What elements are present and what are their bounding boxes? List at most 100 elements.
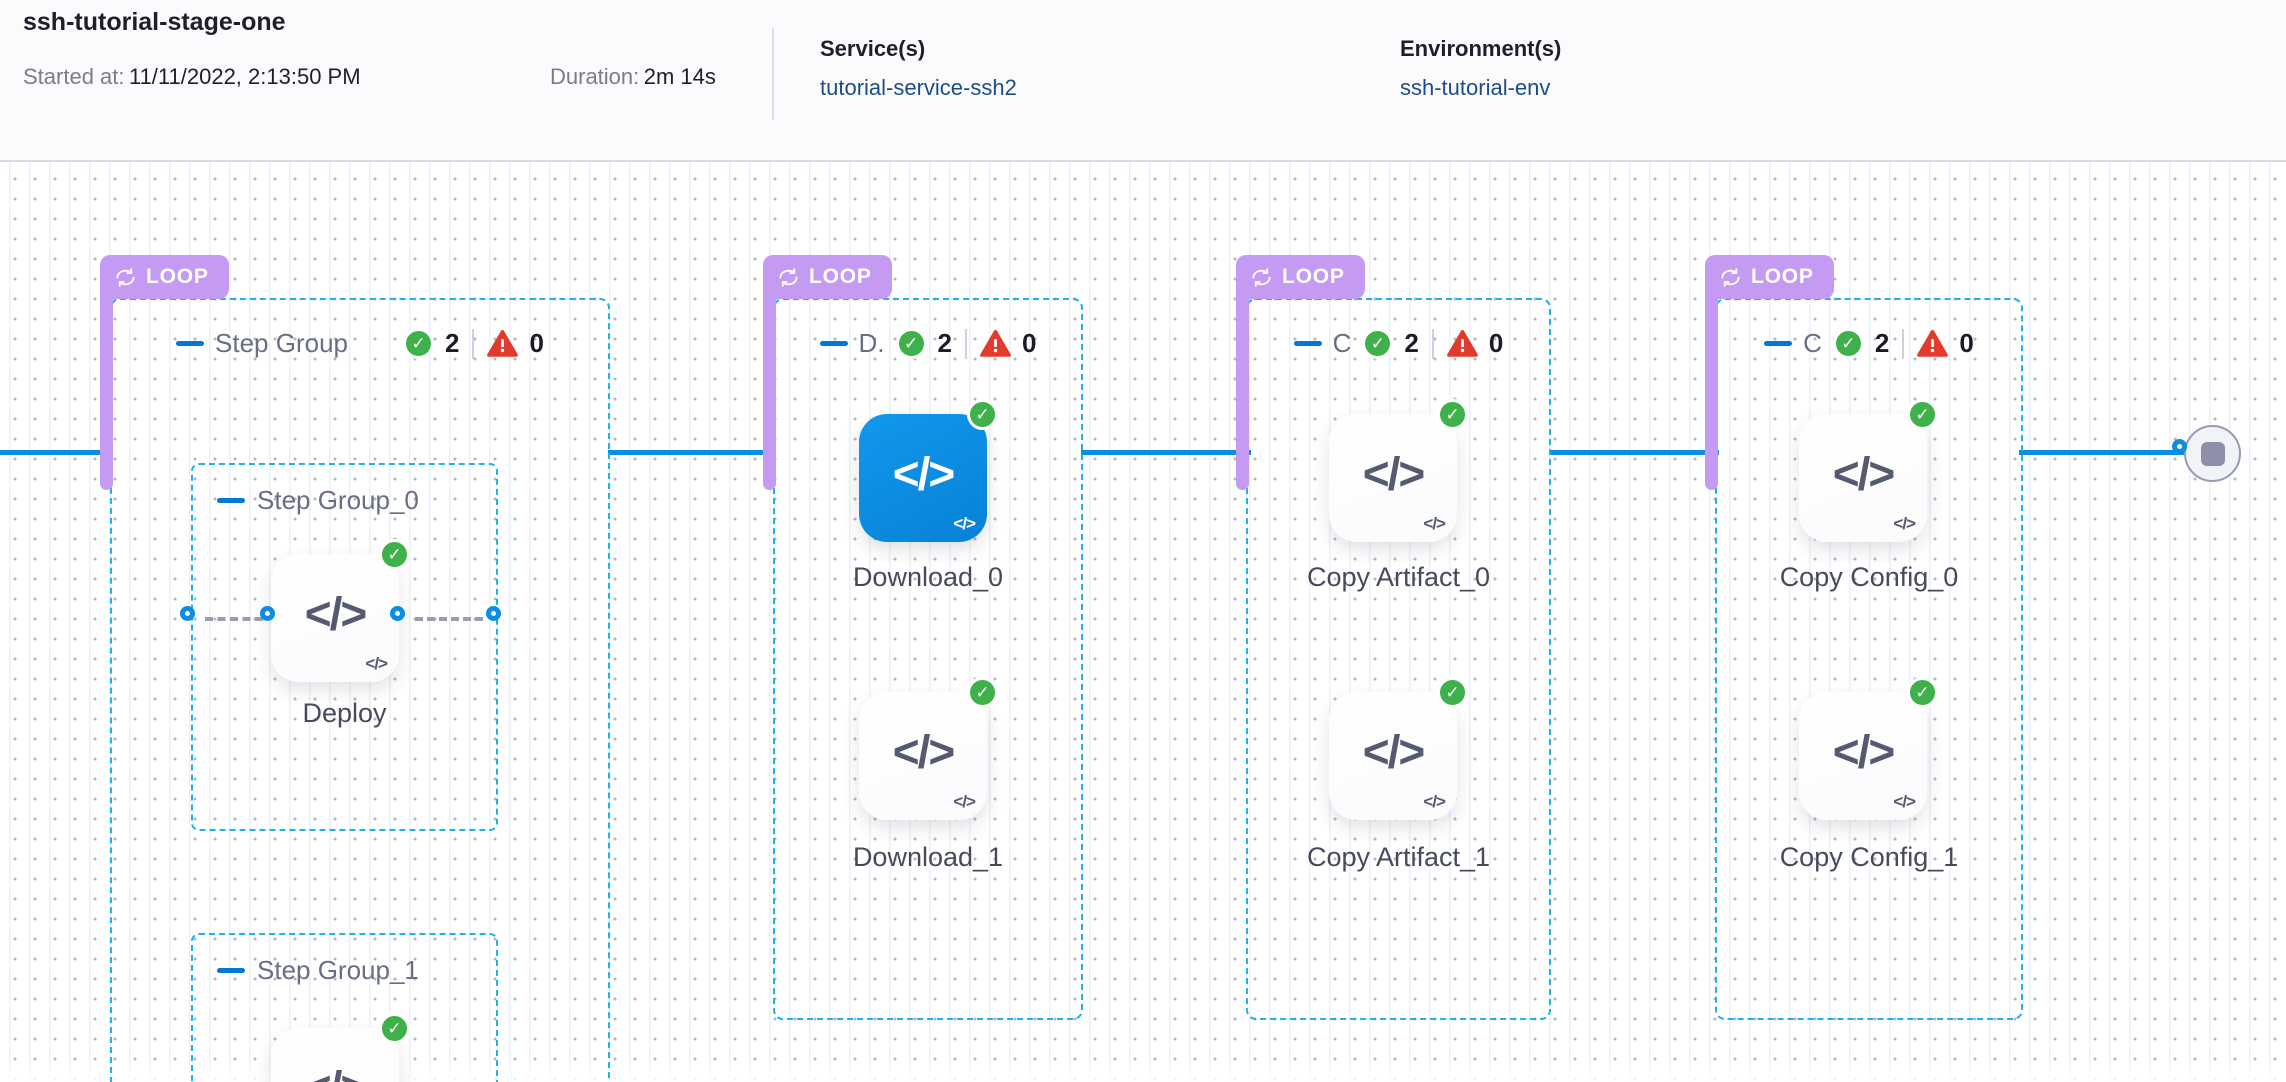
header-divider — [772, 28, 774, 120]
success-icon: ✓ — [895, 328, 927, 359]
loop-badge-label: LOOP — [1282, 265, 1345, 288]
collapse-icon[interactable] — [1764, 341, 1793, 346]
stage-title: ssh-tutorial-stage-one — [23, 8, 286, 36]
loop-strip — [100, 294, 113, 490]
duration-label: Duration: — [550, 64, 640, 89]
services-section: Service(s) tutorial-service-ssh2 — [820, 36, 1017, 101]
step-success-badge: ✓ — [1437, 677, 1468, 708]
group-label: Step Group_0 — [257, 485, 419, 515]
group-label: Step Group — [215, 328, 349, 358]
code-step-mini-icon: </> — [953, 792, 976, 811]
collapse-icon[interactable] — [1293, 341, 1322, 346]
step-label: Copy Artifact_1 — [1306, 842, 1491, 872]
loop-badge[interactable]: LOOP — [763, 255, 892, 299]
step-success-badge: ✓ — [1907, 677, 1938, 708]
execution-line — [1081, 450, 1251, 455]
loop-icon — [1721, 267, 1740, 287]
code-step-icon: </> — [892, 447, 956, 500]
success-count: 2 — [1874, 328, 1890, 358]
step-group-1-header[interactable]: Step Group_1 — [217, 955, 419, 986]
loop-icon — [1252, 267, 1271, 287]
stat-divider — [965, 328, 967, 359]
loop-strip — [763, 294, 776, 490]
download-group-header[interactable]: D. ✓ 2 0 — [775, 328, 1081, 359]
failed-count: 0 — [529, 328, 544, 358]
stat-divider — [472, 328, 475, 359]
code-step-icon: </> — [1832, 725, 1896, 778]
step-success-badge: ✓ — [967, 677, 998, 708]
code-step-icon: </> — [304, 587, 368, 640]
step-success-badge: ✓ — [1437, 399, 1468, 430]
step-group-1-container: Step Group_1 </> ✓ — [191, 933, 498, 1082]
loop-badge-label: LOOP — [146, 265, 209, 288]
download-group-container: D. ✓ 2 0 </> </> ✓ Download_0 </> </> ✓ … — [773, 298, 1083, 1020]
warning-icon — [487, 329, 519, 357]
started-at-value: 11/11/2022, 2:13:50 PM — [128, 64, 361, 89]
execution-line — [1549, 450, 1719, 455]
collapse-icon[interactable] — [176, 341, 205, 346]
collapse-icon[interactable] — [217, 968, 245, 973]
copy-config-group-header[interactable]: C ✓ 2 0 — [1717, 328, 2021, 359]
warning-icon — [1917, 329, 1949, 357]
step-node[interactable]: </> ✓ — [271, 1013, 410, 1082]
group-label: C — [1803, 328, 1822, 358]
step-group-header[interactable]: Step Group ✓ 2 0 — [112, 328, 608, 359]
step-group-0-header[interactable]: Step Group_0 — [217, 485, 419, 516]
failed-count: 0 — [1959, 328, 1974, 358]
code-step-mini-icon: </> — [1423, 514, 1446, 533]
execution-line — [0, 450, 112, 455]
loop-icon — [116, 267, 135, 287]
group-label: Step Group_1 — [257, 955, 419, 985]
code-step-icon: </> — [892, 725, 956, 778]
step-node-copy-artifact-0[interactable]: </> </> ✓ — [1329, 399, 1468, 542]
step-group-0-container: Step Group_0 </> </> ✓ Deploy — [180, 463, 501, 831]
step-connector — [205, 617, 263, 621]
environments-section: Environment(s) ssh-tutorial-env — [1400, 36, 1561, 101]
collapse-icon[interactable] — [819, 341, 848, 346]
warning-icon — [1447, 329, 1478, 357]
started-at: Started at: 11/11/2022, 2:13:50 PM — [23, 64, 361, 90]
code-step-icon: </> — [1832, 447, 1896, 500]
environments-label: Environment(s) — [1400, 36, 1562, 61]
success-icon: ✓ — [1362, 328, 1394, 359]
execution-line — [2019, 450, 2186, 455]
duration-value: 2m 14s — [643, 64, 716, 89]
environment-link[interactable]: ssh-tutorial-env — [1400, 75, 1551, 100]
step-node-copy-config-1[interactable]: </> </> ✓ — [1799, 677, 1938, 820]
code-step-mini-icon: </> — [1893, 792, 1916, 811]
success-icon: ✓ — [1832, 328, 1864, 359]
step-success-badge: ✓ — [379, 1013, 410, 1044]
step-node-download-1[interactable]: </> </> ✓ — [859, 677, 998, 820]
collapse-icon[interactable] — [217, 498, 245, 503]
loop-badge[interactable]: LOOP — [100, 255, 229, 299]
step-label: Copy Config_1 — [1779, 842, 1959, 872]
connector-port[interactable] — [390, 606, 405, 621]
failed-count: 0 — [1488, 328, 1504, 358]
execution-header: ssh-tutorial-stage-one Started at: 11/11… — [0, 0, 2286, 162]
step-node-deploy[interactable]: </> </> ✓ — [271, 539, 410, 682]
group-label: D. — [858, 328, 885, 358]
loop-badge[interactable]: LOOP — [1236, 255, 1365, 299]
connector-port[interactable] — [260, 606, 275, 621]
copy-artifact-group-header[interactable]: C ✓ 2 0 — [1248, 328, 1549, 359]
success-count: 2 — [445, 328, 460, 358]
stat-divider — [1902, 328, 1905, 359]
stat-divider — [1431, 328, 1434, 359]
step-node-copy-config-0[interactable]: </> </> ✓ — [1799, 399, 1938, 542]
pipeline-canvas[interactable]: LOOP Step Group ✓ 2 0 Step Group_0 — [0, 162, 2286, 1082]
loop-badge-label: LOOP — [1751, 265, 1814, 288]
code-step-mini-icon: </> — [365, 654, 388, 673]
connector-port[interactable] — [180, 606, 195, 621]
step-label: Copy Config_0 — [1779, 562, 1959, 592]
step-connector — [415, 617, 483, 621]
started-at-label: Started at: — [23, 64, 125, 89]
service-link[interactable]: tutorial-service-ssh2 — [820, 75, 1017, 100]
duration: Duration: 2m 14s — [550, 64, 716, 90]
warning-icon — [980, 329, 1011, 357]
connector-port[interactable] — [486, 606, 501, 621]
step-node-download-0[interactable]: </> </> ✓ — [859, 399, 998, 542]
loop-strip — [1236, 294, 1249, 490]
step-node-copy-artifact-1[interactable]: </> </> ✓ — [1329, 677, 1468, 820]
loop-badge[interactable]: LOOP — [1705, 255, 1834, 299]
step-label: Download_0 — [852, 562, 1004, 592]
